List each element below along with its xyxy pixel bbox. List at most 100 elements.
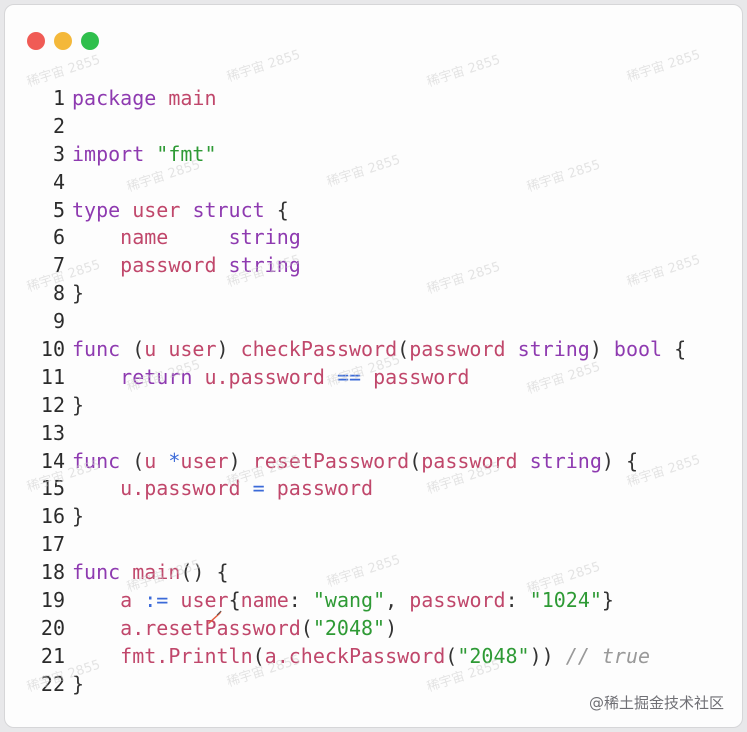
code-token: password xyxy=(409,588,506,613)
line-number: 1 xyxy=(52,86,65,110)
code-text: func main() { xyxy=(72,559,229,587)
line-number: 20 xyxy=(40,615,65,640)
line-number: 12 xyxy=(40,392,65,417)
code-token: return xyxy=(120,364,193,389)
code-token: name xyxy=(120,225,169,250)
code-token: { xyxy=(264,197,289,222)
code-token: user xyxy=(180,448,229,473)
code-line: 14 func (u *user) resetPassword(password … xyxy=(33,448,733,476)
code-token: password xyxy=(421,448,518,473)
line-number: 8 xyxy=(52,281,65,306)
line-number: 14 xyxy=(40,448,65,473)
line-number: 16 xyxy=(40,504,65,529)
code-text: a := user{name: "wang", password: "1024"… xyxy=(72,587,614,615)
code-text: } xyxy=(72,392,84,420)
minimize-button[interactable] xyxy=(54,32,72,50)
code-token: a xyxy=(120,588,133,613)
code-token xyxy=(156,86,168,110)
code-text: u.password = password xyxy=(72,475,373,503)
code-token: user xyxy=(132,197,181,222)
watermark-text: 稀宇宙 2855 xyxy=(225,47,303,86)
code-text: } xyxy=(72,503,84,531)
code-token: "wang" xyxy=(312,588,386,613)
code-line: 12} xyxy=(33,392,733,420)
code-line: 16} xyxy=(33,503,733,531)
code-token xyxy=(217,253,229,277)
code-token: type xyxy=(72,197,121,222)
code-text: func (u user) checkPassword(password str… xyxy=(72,336,686,364)
line-number: 13 xyxy=(40,420,65,445)
code-token: } xyxy=(72,281,85,306)
zoom-button[interactable] xyxy=(81,32,99,50)
line-number: 6 xyxy=(52,225,65,250)
code-line: 22} xyxy=(33,671,733,699)
line-number: 7 xyxy=(52,253,65,278)
code-token: main xyxy=(168,86,217,110)
code-token: ( xyxy=(397,337,410,362)
code-token: "2048" xyxy=(312,615,386,640)
code-token: ( xyxy=(120,337,145,362)
code-text: name string xyxy=(72,224,301,252)
code-line: 4 xyxy=(33,169,733,197)
code-text: } xyxy=(72,671,84,699)
code-token: "1024" xyxy=(529,588,602,613)
code-token: password xyxy=(120,253,217,278)
code-line: 8} xyxy=(33,280,733,308)
code-token xyxy=(72,365,120,389)
code-token: a.resetPassword xyxy=(120,615,301,640)
line-number: 11 xyxy=(40,364,65,389)
code-token: string xyxy=(228,225,301,250)
code-token: main xyxy=(132,560,181,585)
code-token: { xyxy=(228,588,241,613)
line-number: 10 xyxy=(40,337,65,362)
code-token: string xyxy=(228,253,301,278)
code-token xyxy=(361,365,373,389)
code-token: func xyxy=(72,560,121,585)
code-token xyxy=(518,449,530,473)
code-token: bool xyxy=(613,337,663,362)
code-token: package xyxy=(72,86,157,110)
code-token: password xyxy=(276,476,374,501)
window-controls xyxy=(27,32,99,50)
code-text: func (u *user) resetPassword(password st… xyxy=(72,448,638,476)
code-text: password string xyxy=(72,252,301,280)
code-token xyxy=(72,253,120,277)
code-token: fmt.Println xyxy=(120,643,253,668)
code-text: return u.password == password xyxy=(72,364,469,392)
code-line: 10 func (u user) checkPassword(password s… xyxy=(33,336,733,364)
line-number: 9 xyxy=(52,309,65,334)
code-token: ) xyxy=(385,615,398,640)
code-token: } xyxy=(72,504,85,529)
code-token: u user xyxy=(144,337,217,362)
code-token: user xyxy=(180,588,229,613)
code-token: password xyxy=(409,337,506,362)
code-token xyxy=(72,644,120,668)
code-token: checkPassword xyxy=(240,337,398,362)
code-text: fmt.Println(a.checkPassword("2048")) // … xyxy=(72,643,650,671)
brand-watermark: @稀土掘金技术社区 xyxy=(588,694,724,712)
line-number: 2 xyxy=(52,113,65,138)
code-token: u.password xyxy=(120,476,241,501)
code-token: } xyxy=(72,671,85,696)
code-token: , xyxy=(385,588,410,613)
line-number: 15 xyxy=(40,476,65,501)
code-line: 7 password string xyxy=(33,252,733,280)
close-button[interactable] xyxy=(27,32,45,50)
code-token xyxy=(72,616,120,640)
watermark-text: 稀宇宙 2855 xyxy=(625,47,703,86)
code-token xyxy=(168,225,228,249)
code-token: ( xyxy=(252,643,265,668)
code-token: import xyxy=(72,141,145,166)
code-token: resetPassword xyxy=(252,448,410,473)
code-line: 15 u.password = password xyxy=(33,475,733,503)
code-token: )) xyxy=(529,643,554,668)
code-token: a.checkPassword xyxy=(264,643,446,668)
code-token xyxy=(265,476,277,500)
code-text: package main xyxy=(72,85,217,113)
code-token xyxy=(180,198,192,222)
code-token: := xyxy=(144,588,169,613)
code-token: string xyxy=(517,337,590,362)
